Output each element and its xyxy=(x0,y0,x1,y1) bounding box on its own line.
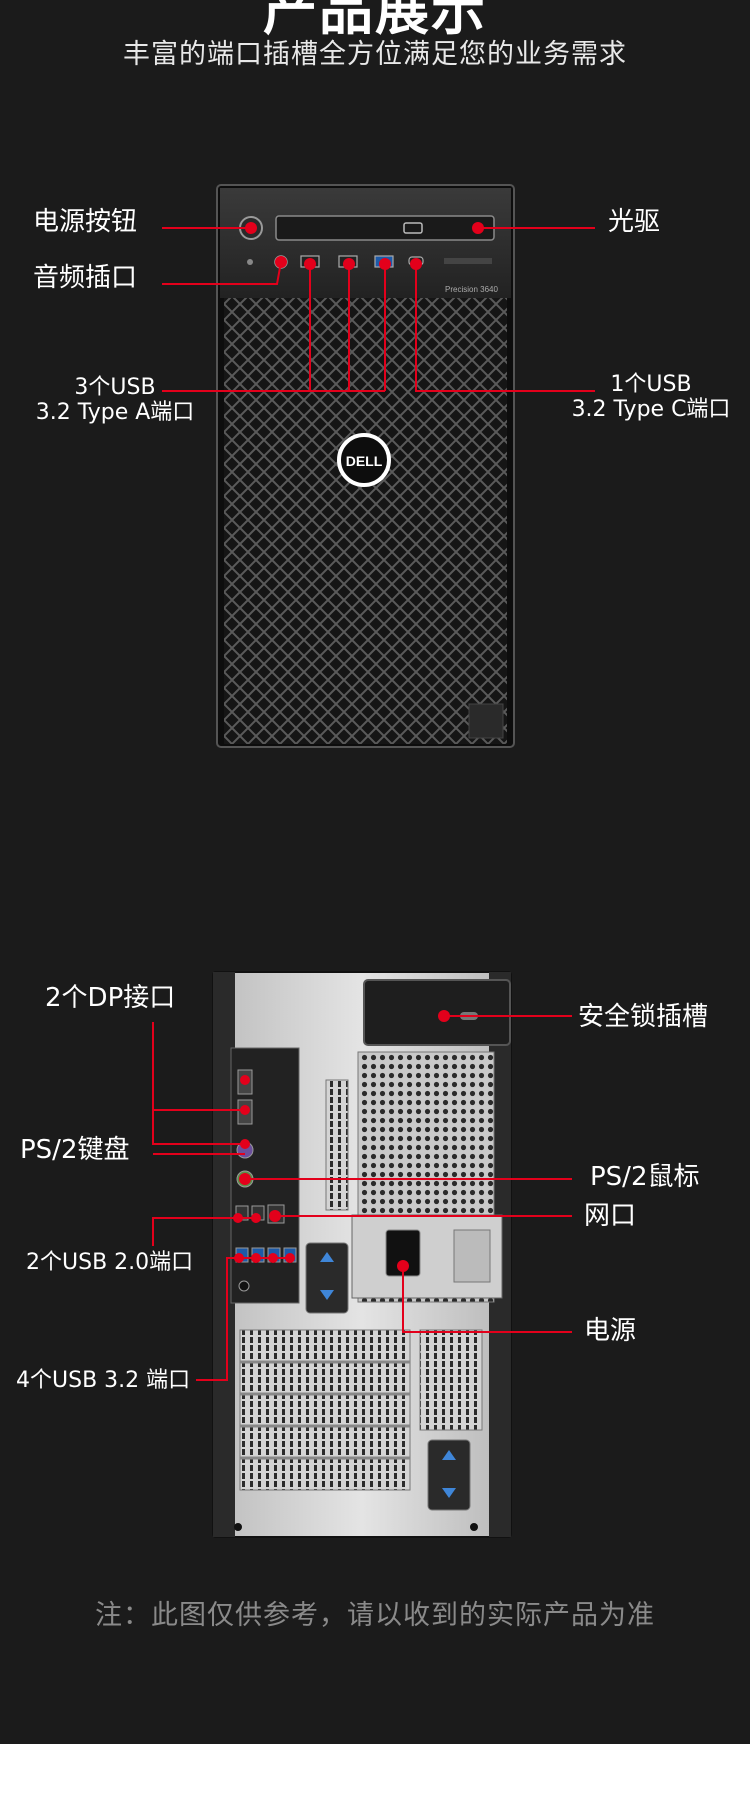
label-usb32: 4个USB 3.2 端口 xyxy=(16,1368,191,1393)
label-power-button: 电源按钮 xyxy=(33,207,138,237)
page-bottom-strip xyxy=(0,1744,750,1799)
expansion-slots xyxy=(239,1329,411,1491)
label-usb-a: 3个USB 3.2 Type A端口 xyxy=(35,375,195,426)
security-lock-housing xyxy=(363,979,511,1046)
label-audio-jack: 音频插口 xyxy=(33,263,138,293)
label-usb20: 2个USB 2.0端口 xyxy=(26,1250,194,1275)
dell-logo-text: DELL xyxy=(346,453,383,469)
dell-logo-icon xyxy=(337,433,391,487)
label-usb-a-line2: 3.2 Type A端口 xyxy=(35,400,195,426)
front-tower: Precision 3640 DELL xyxy=(216,184,515,748)
label-usb-a-line1: 3个USB xyxy=(74,375,156,400)
label-usb-c-line2: 3.2 Type C端口 xyxy=(571,397,731,423)
label-security-lock: 安全锁插槽 xyxy=(578,1002,709,1032)
product-illustration: Precision 3640 DELL xyxy=(152,184,595,1538)
section-subtitle: 丰富的端口插槽全方位满足您的业务需求 xyxy=(123,39,627,70)
disclaimer-note: 注：此图仅供参考，请以收到的实际产品为准 xyxy=(95,1600,655,1631)
front-callout-dots xyxy=(245,222,484,270)
rear-callout-lines xyxy=(152,1015,572,1381)
label-power-supply: 电源 xyxy=(584,1316,637,1346)
optical-drive-eject xyxy=(403,222,423,234)
rear-tower xyxy=(212,971,512,1538)
label-lan: 网口 xyxy=(584,1201,637,1231)
optical-drive-bay xyxy=(275,215,495,241)
label-usb-c: 1个USB 3.2 Type C端口 xyxy=(570,372,732,423)
label-usb-c-line1: 1个USB xyxy=(610,372,692,397)
label-ps2-mouse: PS/2鼠标 xyxy=(590,1162,700,1192)
front-io-panel xyxy=(220,188,511,298)
rear-callout-dots xyxy=(233,1010,450,1272)
label-optical-drive: 光驱 xyxy=(608,207,661,237)
product-showcase-page: 产品展示 丰富的端口插槽全方位满足您的业务需求 xyxy=(16,0,732,1631)
front-mesh-grille xyxy=(224,298,507,744)
section-heading: 产品展示 xyxy=(263,0,487,42)
model-text: Precision 3640 xyxy=(445,285,498,294)
label-ps2-keyboard: PS/2键盘 xyxy=(20,1135,130,1165)
front-callout-lines xyxy=(162,227,595,392)
label-dp-ports: 2个DP接口 xyxy=(45,983,176,1013)
